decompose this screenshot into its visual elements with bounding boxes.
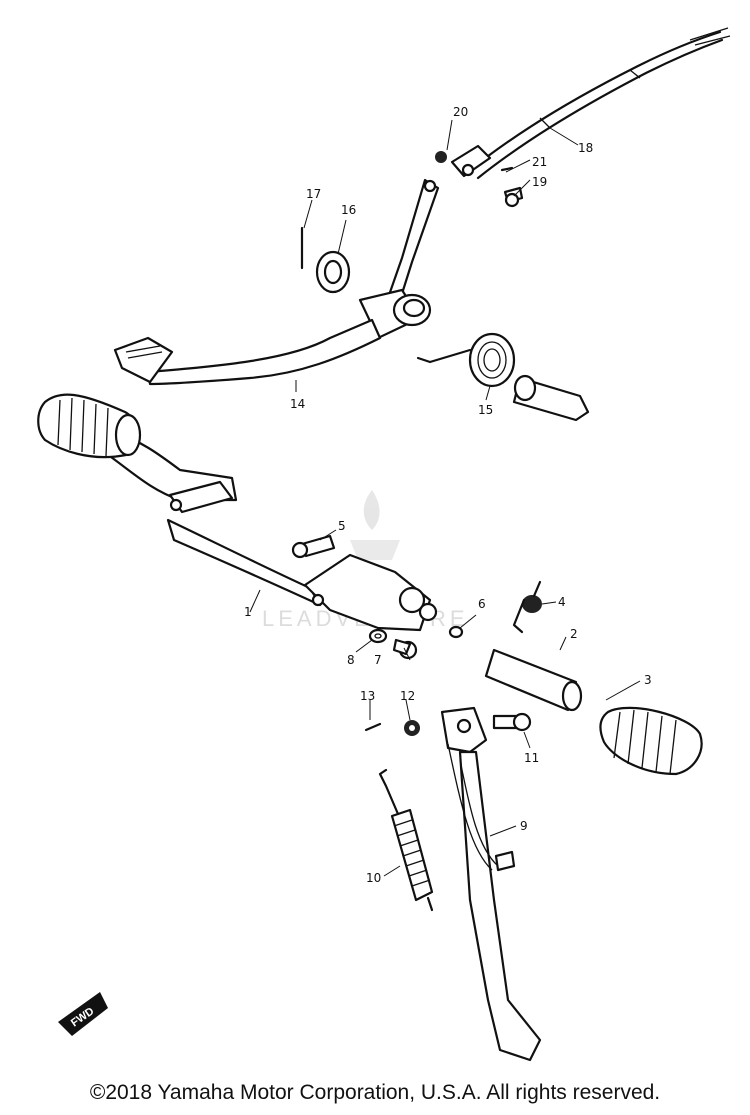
callout-3: 3 [644,673,652,687]
callout-4: 4 [558,595,566,609]
leader-lines [249,119,641,877]
callout-19: 19 [532,175,547,189]
footrest-shaft-2 [484,648,583,712]
callout-20: 20 [453,105,468,119]
washer-16 [315,250,351,294]
callout-21: 21 [532,155,547,169]
callout-15: 15 [478,403,493,417]
brake-pedal [113,178,440,386]
callout-7: 7 [374,653,382,667]
nut-12 [404,720,420,736]
callout-8: 8 [347,653,355,667]
callout-9: 9 [520,819,528,833]
forward-arrow: FWD [58,992,108,1036]
brake-cable [468,27,731,180]
cotter-pin-21 [500,166,514,172]
callouts: 20 18 21 19 17 16 14 15 5 1 6 4 2 3 8 7 … [244,105,652,885]
callout-12: 12 [400,689,415,703]
callout-18: 18 [578,141,593,155]
footrest-bar [102,428,438,632]
washer-8 [368,628,388,644]
callout-17: 17 [306,187,321,201]
cotter-13 [364,722,382,732]
sidestand-9 [440,706,542,1062]
callout-1: 1 [244,605,252,619]
pin-19 [503,186,524,208]
callout-11: 11 [524,751,539,765]
callout-13: 13 [360,689,375,703]
stand-spring-10 [378,768,434,912]
callout-6: 6 [478,597,486,611]
bushing [512,374,590,422]
bolt-11 [492,712,532,732]
cable-clevis [450,144,492,178]
right-footpeg-rubber-3 [599,706,703,776]
spring-4 [512,580,542,634]
nut-20 [435,151,447,163]
callout-16: 16 [341,203,356,217]
return-spring-15 [416,332,516,388]
callout-14: 14 [290,397,305,411]
callout-10: 10 [366,871,381,885]
callout-2: 2 [570,627,578,641]
bolt-7 [392,638,418,660]
callout-5: 5 [338,519,346,533]
nut-6 [448,625,464,639]
copyright-notice: ©2018 Yamaha Motor Corporation, U.S.A. A… [89,1081,661,1104]
left-footpeg-rubber [37,393,142,459]
bolt-5 [291,534,336,559]
